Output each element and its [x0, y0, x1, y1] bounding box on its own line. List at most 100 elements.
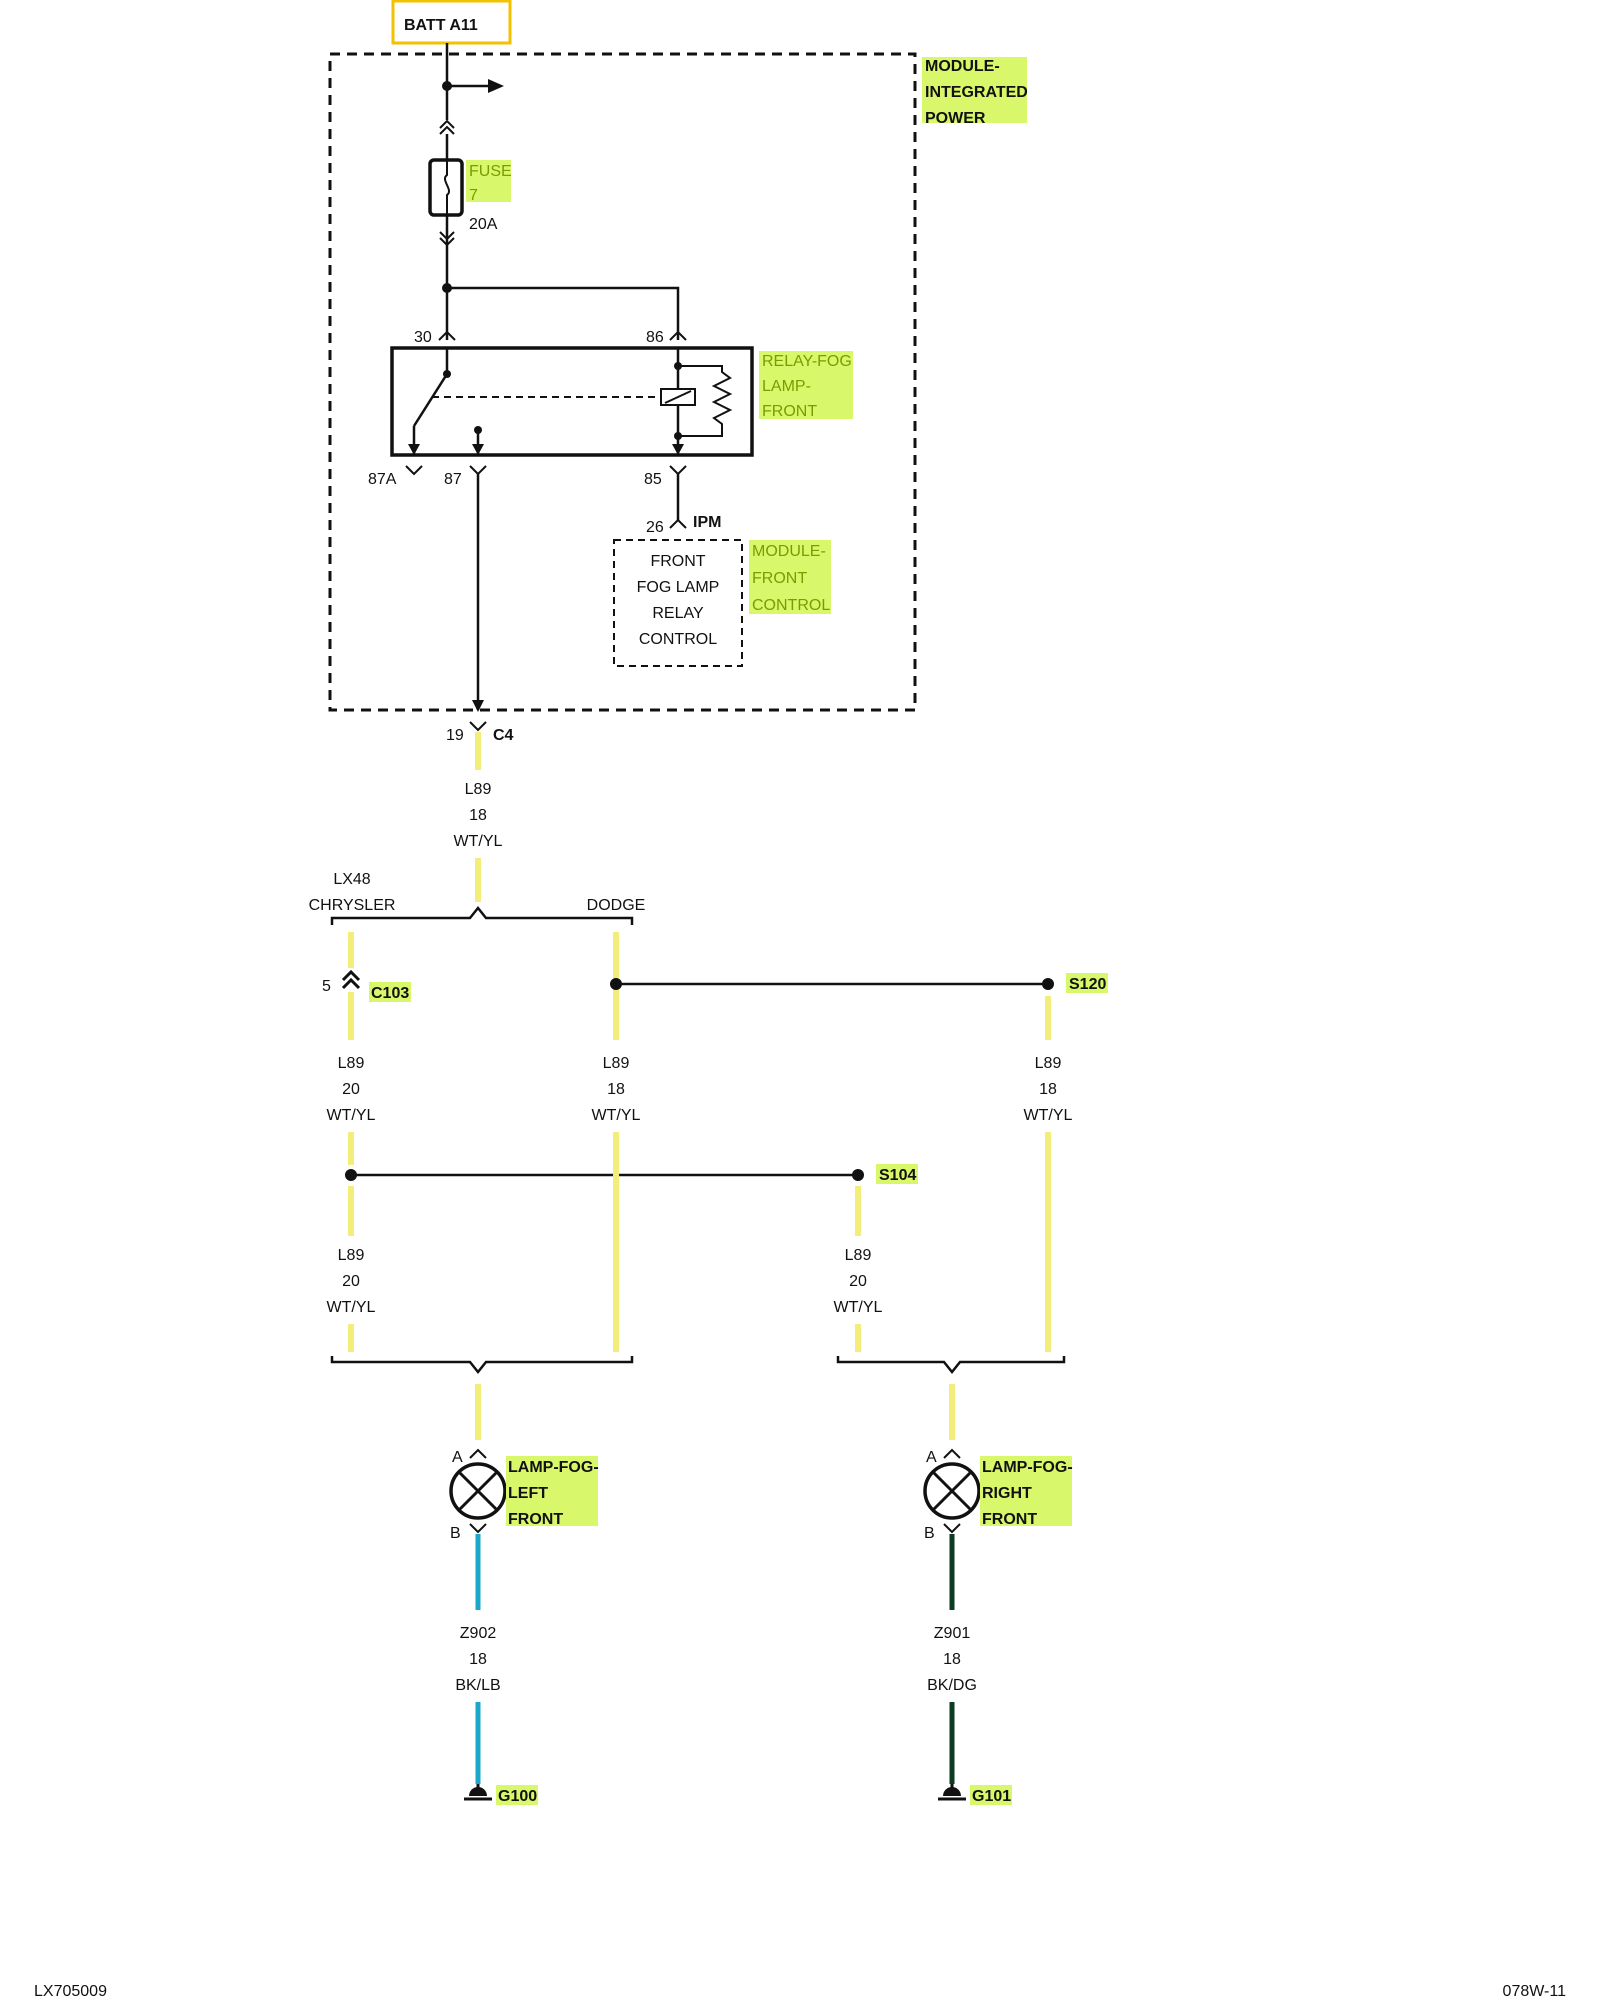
splice-s120-dot	[1042, 978, 1054, 990]
relay-resistor-icon	[678, 365, 733, 437]
ground-g100-icon	[469, 1787, 487, 1796]
connector-c4-chevron-icon	[469, 721, 487, 732]
lamp-left-pin-a-chevron-icon	[469, 1448, 487, 1459]
relay-pin-87a-chevron-icon	[405, 465, 423, 476]
batt-label: BATT A11	[404, 17, 478, 34]
lamp-left-label-line1: LAMP-FOG-	[508, 1459, 599, 1476]
fcm-box-line2: FOG LAMP	[637, 579, 720, 596]
lamp-right-label-line2: RIGHT	[982, 1485, 1032, 1502]
fcm-label-line2: FRONT	[752, 570, 807, 587]
relay-pin-86: 86	[646, 329, 664, 346]
wire-s104-circuit: L89	[845, 1247, 872, 1264]
wire-s120-color: WT/YL	[1024, 1107, 1073, 1124]
ipm-module-boundary	[328, 52, 917, 712]
wire-z902-gauge: 18	[469, 1651, 487, 1668]
lamp-right-pin-b: B	[924, 1525, 935, 1542]
wire-z902-color: BK/LB	[455, 1677, 500, 1694]
lamp-right-label-line1: LAMP-FOG-	[982, 1459, 1073, 1476]
wire-s120-circuit: L89	[1035, 1055, 1062, 1072]
footer-left-code: LX705009	[34, 1983, 107, 2000]
variant-lx48: LX48	[333, 871, 370, 888]
splice-s104-label: S104	[879, 1167, 916, 1184]
relay-pin-85-chevron-icon	[669, 465, 687, 476]
s120-highlight	[1066, 973, 1108, 993]
wire-main-color: WT/YL	[454, 833, 503, 850]
wire-c103-color: WT/YL	[327, 1107, 376, 1124]
wire-z901-color: BK/DG	[927, 1677, 977, 1694]
c103-highlight	[369, 982, 411, 1002]
variant-dodge: DODGE	[587, 897, 646, 914]
ground-g101-label: G101	[972, 1788, 1011, 1805]
footer-right-code: 078W-11	[1503, 1983, 1567, 2000]
relay-switch-contact	[412, 373, 449, 427]
wire-c103-gauge: 20	[342, 1081, 360, 1098]
ipm-pin-name: IPM	[693, 514, 721, 531]
lamp-left-label-highlight	[506, 1456, 598, 1526]
fuse-number: 7	[469, 187, 478, 204]
connector-c103-name: C103	[371, 985, 409, 1002]
fuse-rating: 20A	[469, 216, 498, 233]
relay-pin-85: 85	[644, 471, 662, 488]
relay-label-highlight	[759, 351, 853, 419]
ipm-label-highlight	[922, 57, 1027, 123]
lamp-left-label-line2: LEFT	[508, 1485, 548, 1502]
wire-z901-gauge: 18	[943, 1651, 961, 1668]
relay-pin-86-chevron-icon	[669, 330, 687, 341]
lamp-right-pin-b-chevron-icon	[943, 1523, 961, 1534]
wire-z901-circuit: Z901	[934, 1625, 971, 1642]
connector-c103-pin: 5	[322, 978, 331, 995]
lamp-left-pin-b-chevron-icon	[469, 1523, 487, 1534]
fcm-relay-control-box	[613, 539, 743, 667]
wire-s104-gauge: 20	[849, 1273, 867, 1290]
relay-label-line3: FRONT	[762, 403, 817, 420]
ground-g100-label: G100	[498, 1788, 537, 1805]
fcm-label-line1: MODULE-	[752, 543, 826, 560]
g101-highlight	[970, 1785, 1012, 1805]
ipm-pin-26: 26	[646, 519, 664, 536]
wire-left-lower-color: WT/YL	[327, 1299, 376, 1316]
wire-c103-circuit: L89	[338, 1055, 365, 1072]
g100-highlight	[496, 1785, 538, 1805]
ground-g101-icon	[943, 1787, 961, 1796]
wire-left-lower-circuit: L89	[338, 1247, 365, 1264]
splice-s120-label: S120	[1069, 976, 1106, 993]
wire-z902-circuit: Z902	[460, 1625, 497, 1642]
lamp-left-pin-a: A	[452, 1449, 463, 1466]
connector-c103-chevron-icon	[341, 969, 361, 982]
lamp-left-label-line3: FRONT	[508, 1511, 563, 1528]
relay-label-line1: RELAY-FOG	[762, 353, 852, 370]
wire-dodge-gauge: 18	[607, 1081, 625, 1098]
wire-main-gauge: 18	[469, 807, 487, 824]
wire-dodge-color: WT/YL	[592, 1107, 641, 1124]
lamp-right-pin-a: A	[926, 1449, 937, 1466]
wire-s104-color: WT/YL	[834, 1299, 883, 1316]
relay-pin-87a: 87A	[368, 471, 397, 488]
fcm-box-line1: FRONT	[650, 553, 705, 570]
relay-label-line2: LAMP-	[762, 378, 811, 395]
fcm-box-line4: CONTROL	[639, 631, 717, 648]
lamp-right-pin-a-chevron-icon	[943, 1448, 961, 1459]
lamp-right-label-line3: FRONT	[982, 1511, 1037, 1528]
right-lamp-merge-brace	[836, 1356, 1066, 1375]
lamp-right-label-highlight	[980, 1456, 1072, 1526]
variant-chrysler: CHRYSLER	[309, 897, 396, 914]
fcm-label-highlight	[749, 540, 831, 614]
ipm-pin-26-chevron-icon	[669, 518, 687, 529]
relay-pin-87-chevron-icon	[469, 465, 487, 476]
connector-c4-name: C4	[493, 727, 514, 744]
wire-main-circuit: L89	[465, 781, 492, 798]
ipm-label-line3: POWER	[925, 110, 986, 127]
variant-split-brace	[330, 905, 634, 925]
fuse-bottom-chevron-icon	[439, 231, 455, 241]
fuse-label-highlight	[466, 160, 511, 202]
wire-left-lower-gauge: 20	[342, 1273, 360, 1290]
fuse-top-chevron-icon	[439, 119, 455, 129]
splice-s104-dot	[852, 1169, 864, 1181]
s104-highlight	[876, 1164, 918, 1184]
relay-86-feed-wire	[447, 286, 680, 340]
relay-pin-87: 87	[444, 471, 462, 488]
ipm-label-line1: MODULE-	[925, 58, 1000, 75]
wire-dodge-circuit: L89	[603, 1055, 630, 1072]
lamp-left-pin-b: B	[450, 1525, 461, 1542]
